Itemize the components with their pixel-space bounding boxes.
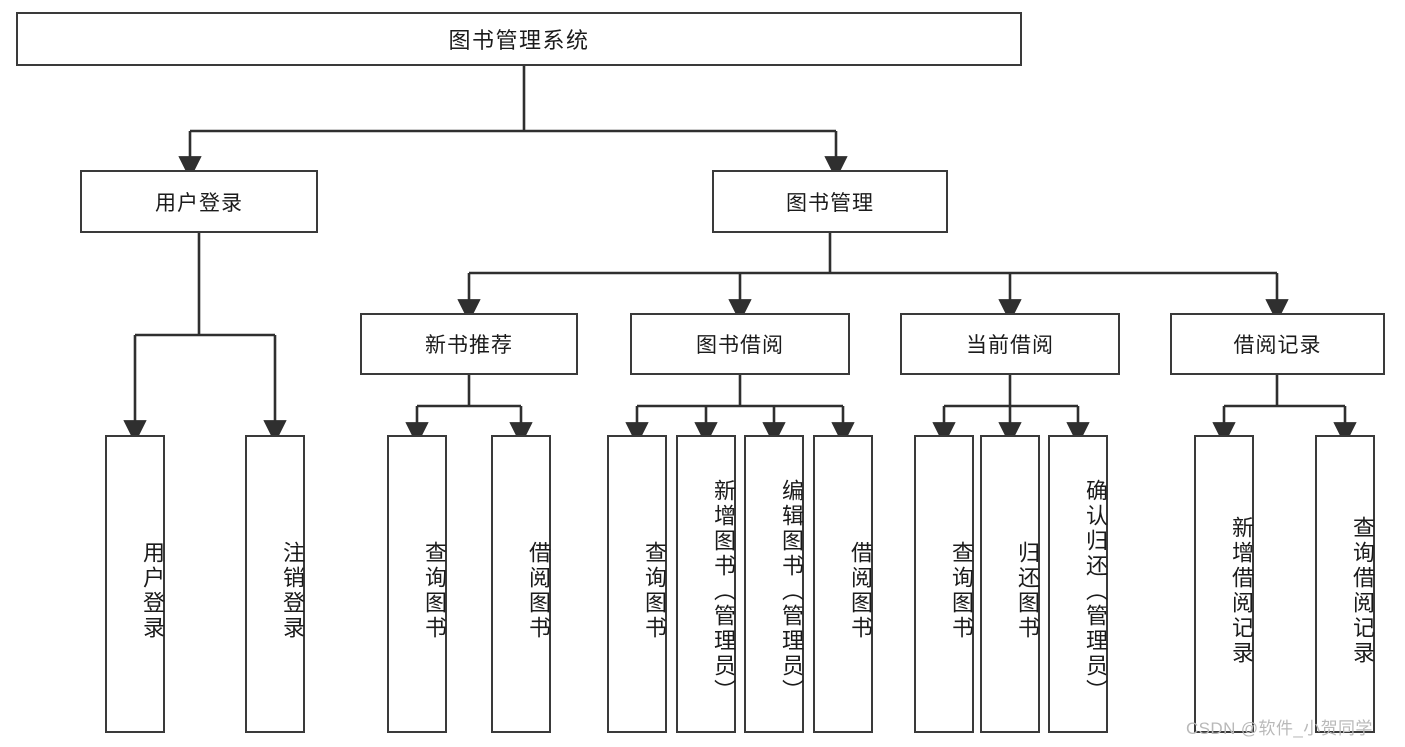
node-current-borrow[interactable]: 当前借阅 <box>900 313 1120 375</box>
leaf-current-borrow-1[interactable]: 查询图书 <box>914 435 974 733</box>
leaf-user-login-2[interactable]: 注销登录 <box>245 435 305 733</box>
node-book-borrow[interactable]: 图书借阅 <box>630 313 850 375</box>
watermark: CSDN @软件_小贺同学 <box>1186 719 1373 738</box>
leaf-book-borrow-4[interactable]: 借阅图书 <box>813 435 873 733</box>
leaf-new-book-rec-2[interactable]: 借阅图书 <box>491 435 551 733</box>
leaf-current-borrow-3[interactable]: 确认归还（管理员） <box>1048 435 1108 733</box>
node-book-manage[interactable]: 图书管理 <box>712 170 948 233</box>
leaf-book-borrow-2[interactable]: 新增图书（管理员） <box>676 435 736 733</box>
leaf-current-borrow-2[interactable]: 归还图书 <box>980 435 1040 733</box>
leaf-borrow-record-2[interactable]: 查询借阅记录 <box>1315 435 1375 733</box>
node-new-book-rec[interactable]: 新书推荐 <box>360 313 578 375</box>
leaf-book-borrow-1[interactable]: 查询图书 <box>607 435 667 733</box>
leaf-new-book-rec-1[interactable]: 查询图书 <box>387 435 447 733</box>
leaf-book-borrow-3[interactable]: 编辑图书（管理员） <box>744 435 804 733</box>
leaf-borrow-record-1[interactable]: 新增借阅记录 <box>1194 435 1254 733</box>
node-borrow-record[interactable]: 借阅记录 <box>1170 313 1385 375</box>
leaf-user-login-1[interactable]: 用户登录 <box>105 435 165 733</box>
node-root[interactable]: 图书管理系统 <box>16 12 1022 66</box>
node-user-login[interactable]: 用户登录 <box>80 170 318 233</box>
